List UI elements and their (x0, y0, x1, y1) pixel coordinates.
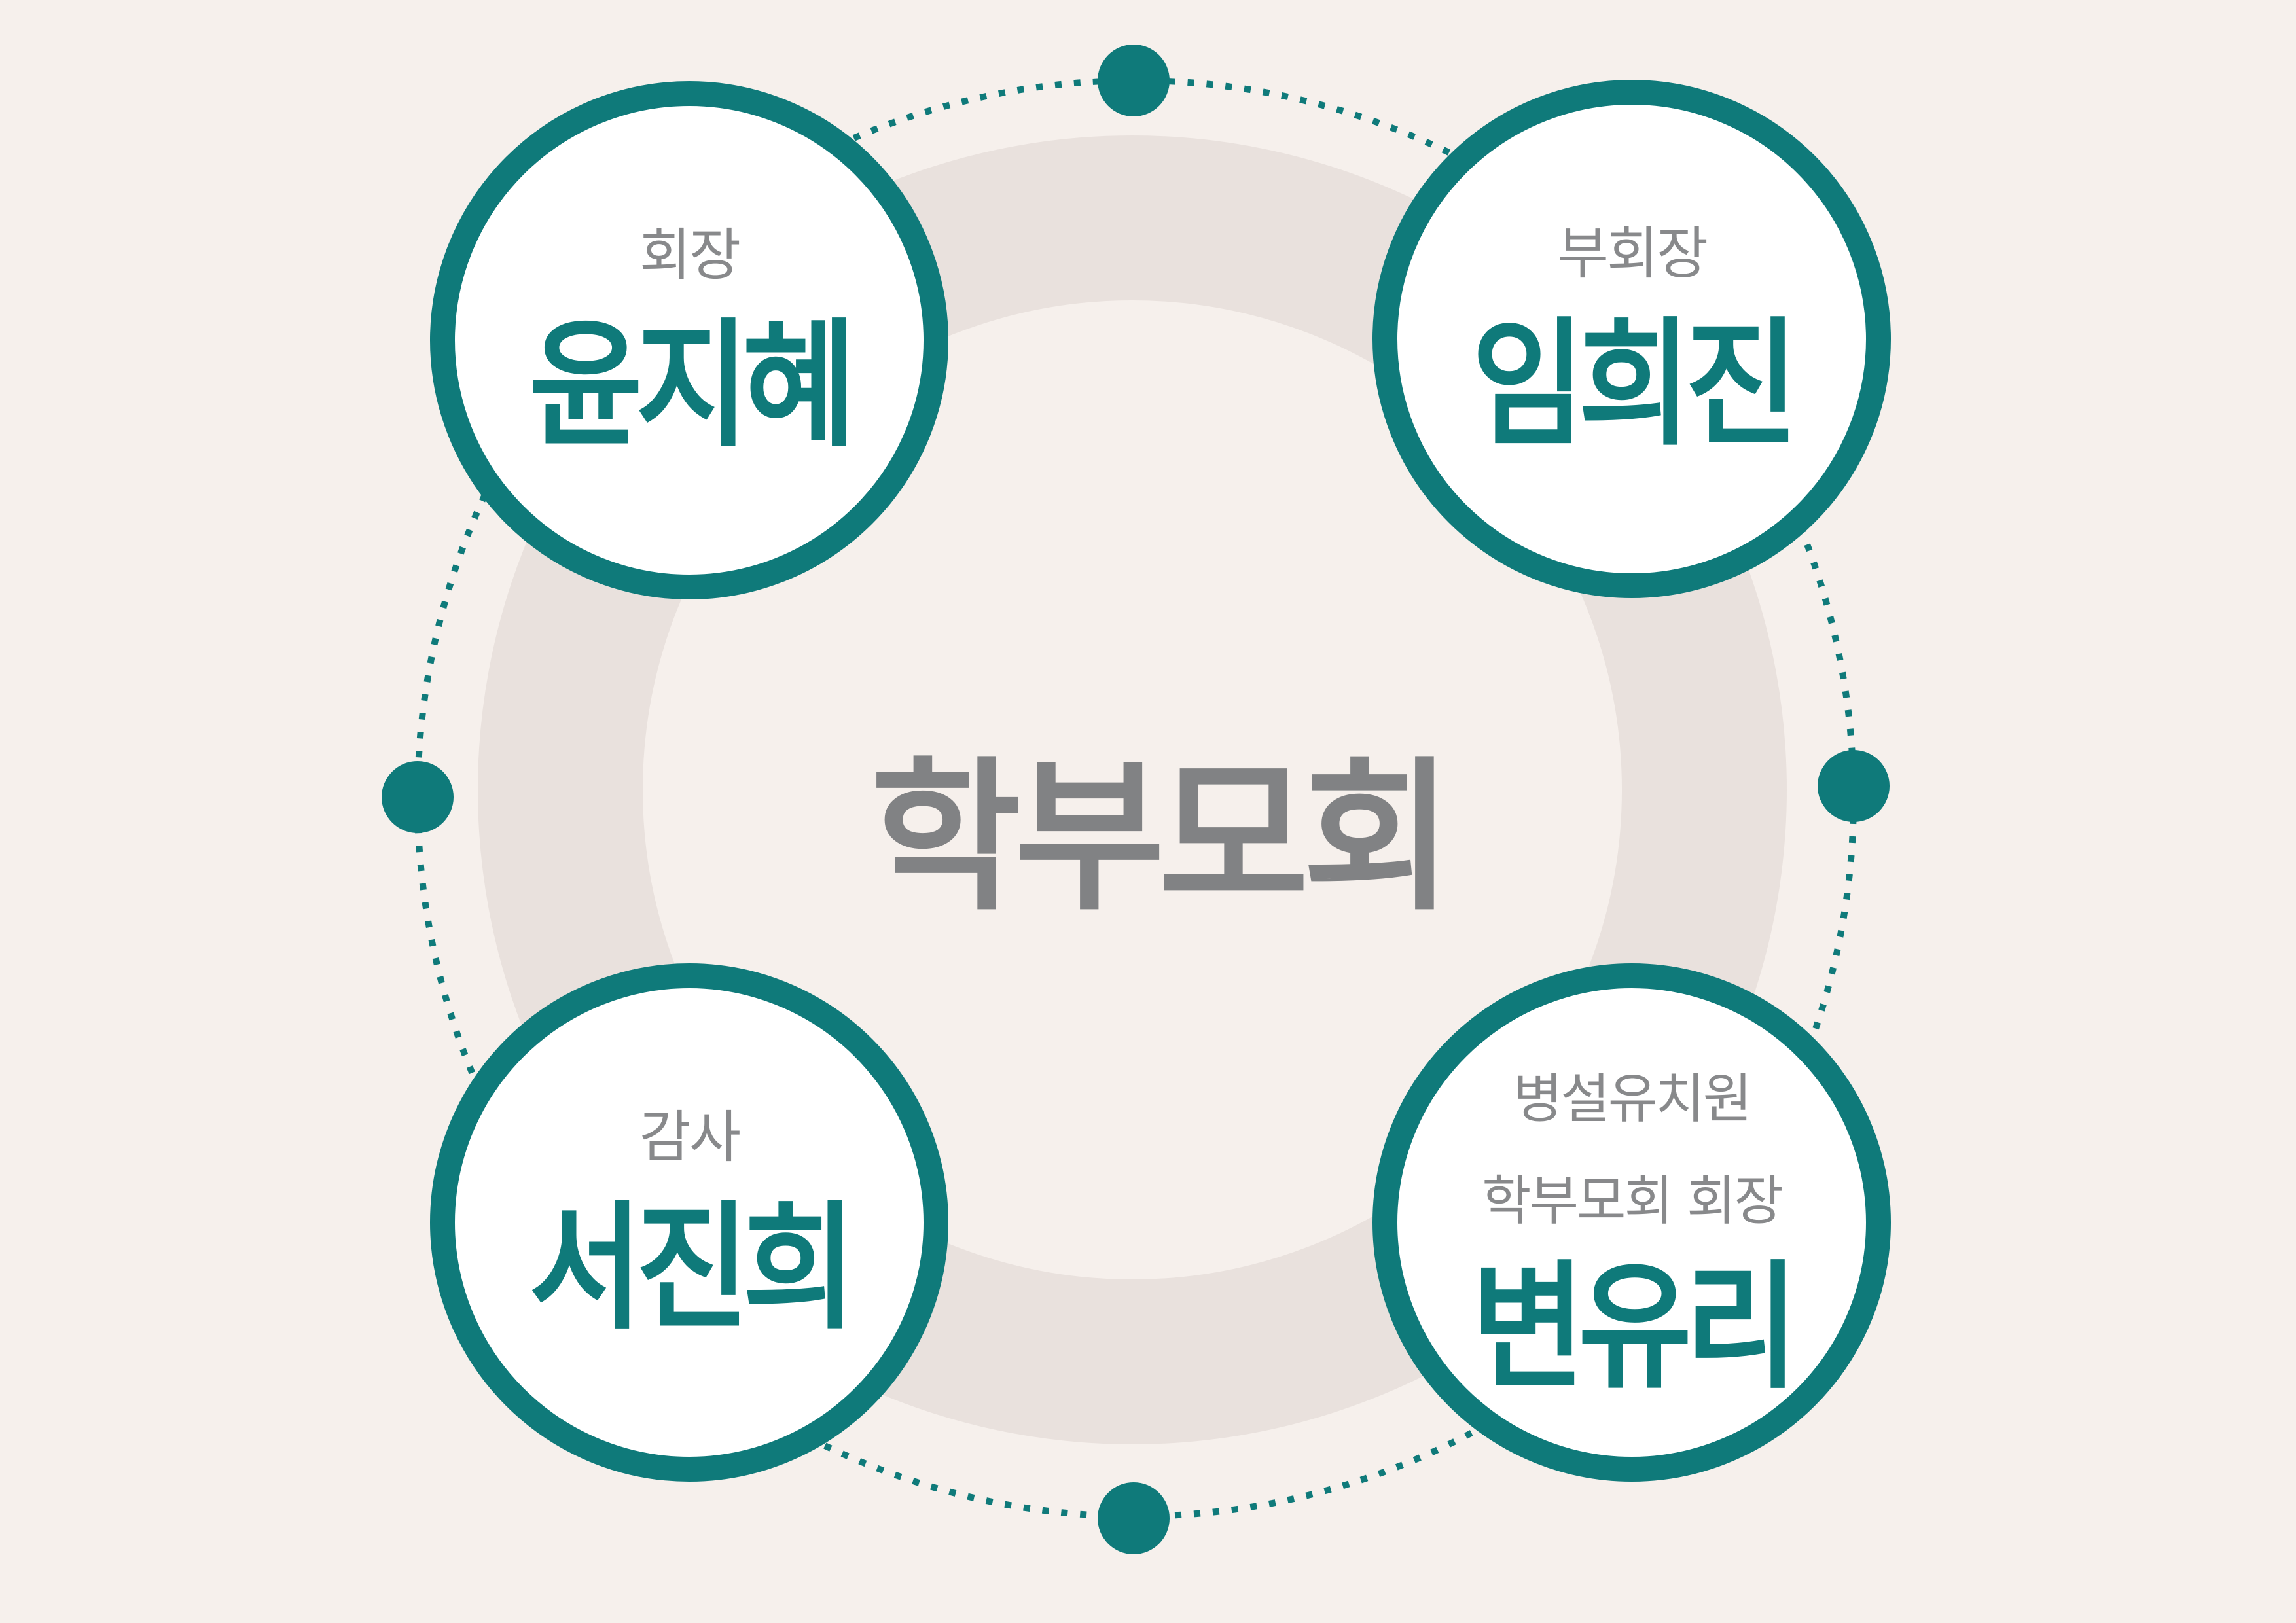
role-line: 회장 (639, 222, 741, 288)
center-title: 학부모회 (870, 742, 1453, 933)
member-name: 윤지혜 (529, 306, 856, 467)
role-line: 학부모회 회장 (1482, 1170, 1784, 1232)
member-circle-vice-president: 부회장 임희진 (1372, 80, 1891, 598)
role-label: 회장 (639, 222, 741, 288)
role-line: 부회장 (1556, 221, 1708, 287)
member-name: 임희진 (1471, 304, 1799, 465)
role-label: 부회장 (1556, 221, 1708, 287)
member-name: 변유리 (1471, 1247, 1799, 1408)
member-name: 서진희 (529, 1188, 856, 1349)
role-line: 병설유치원 (1513, 1068, 1752, 1131)
role-label: 감사 (639, 1104, 741, 1170)
connector-dot-right (1818, 750, 1890, 822)
member-circle-kindergarten-pta-president: 병설유치원 학부모회 회장 변유리 (1372, 963, 1891, 1482)
role-line: 감사 (639, 1104, 741, 1170)
background-ring (478, 135, 1787, 1444)
member-circle-president: 회장 윤지혜 (430, 81, 948, 599)
connector-dot-bottom (1098, 1482, 1170, 1554)
connector-dot-top (1098, 45, 1170, 116)
connector-dot-left (382, 761, 454, 833)
role-label: 병설유치원 학부모회 회장 (1482, 1048, 1784, 1253)
member-circle-auditor: 감사 서진희 (430, 963, 948, 1482)
